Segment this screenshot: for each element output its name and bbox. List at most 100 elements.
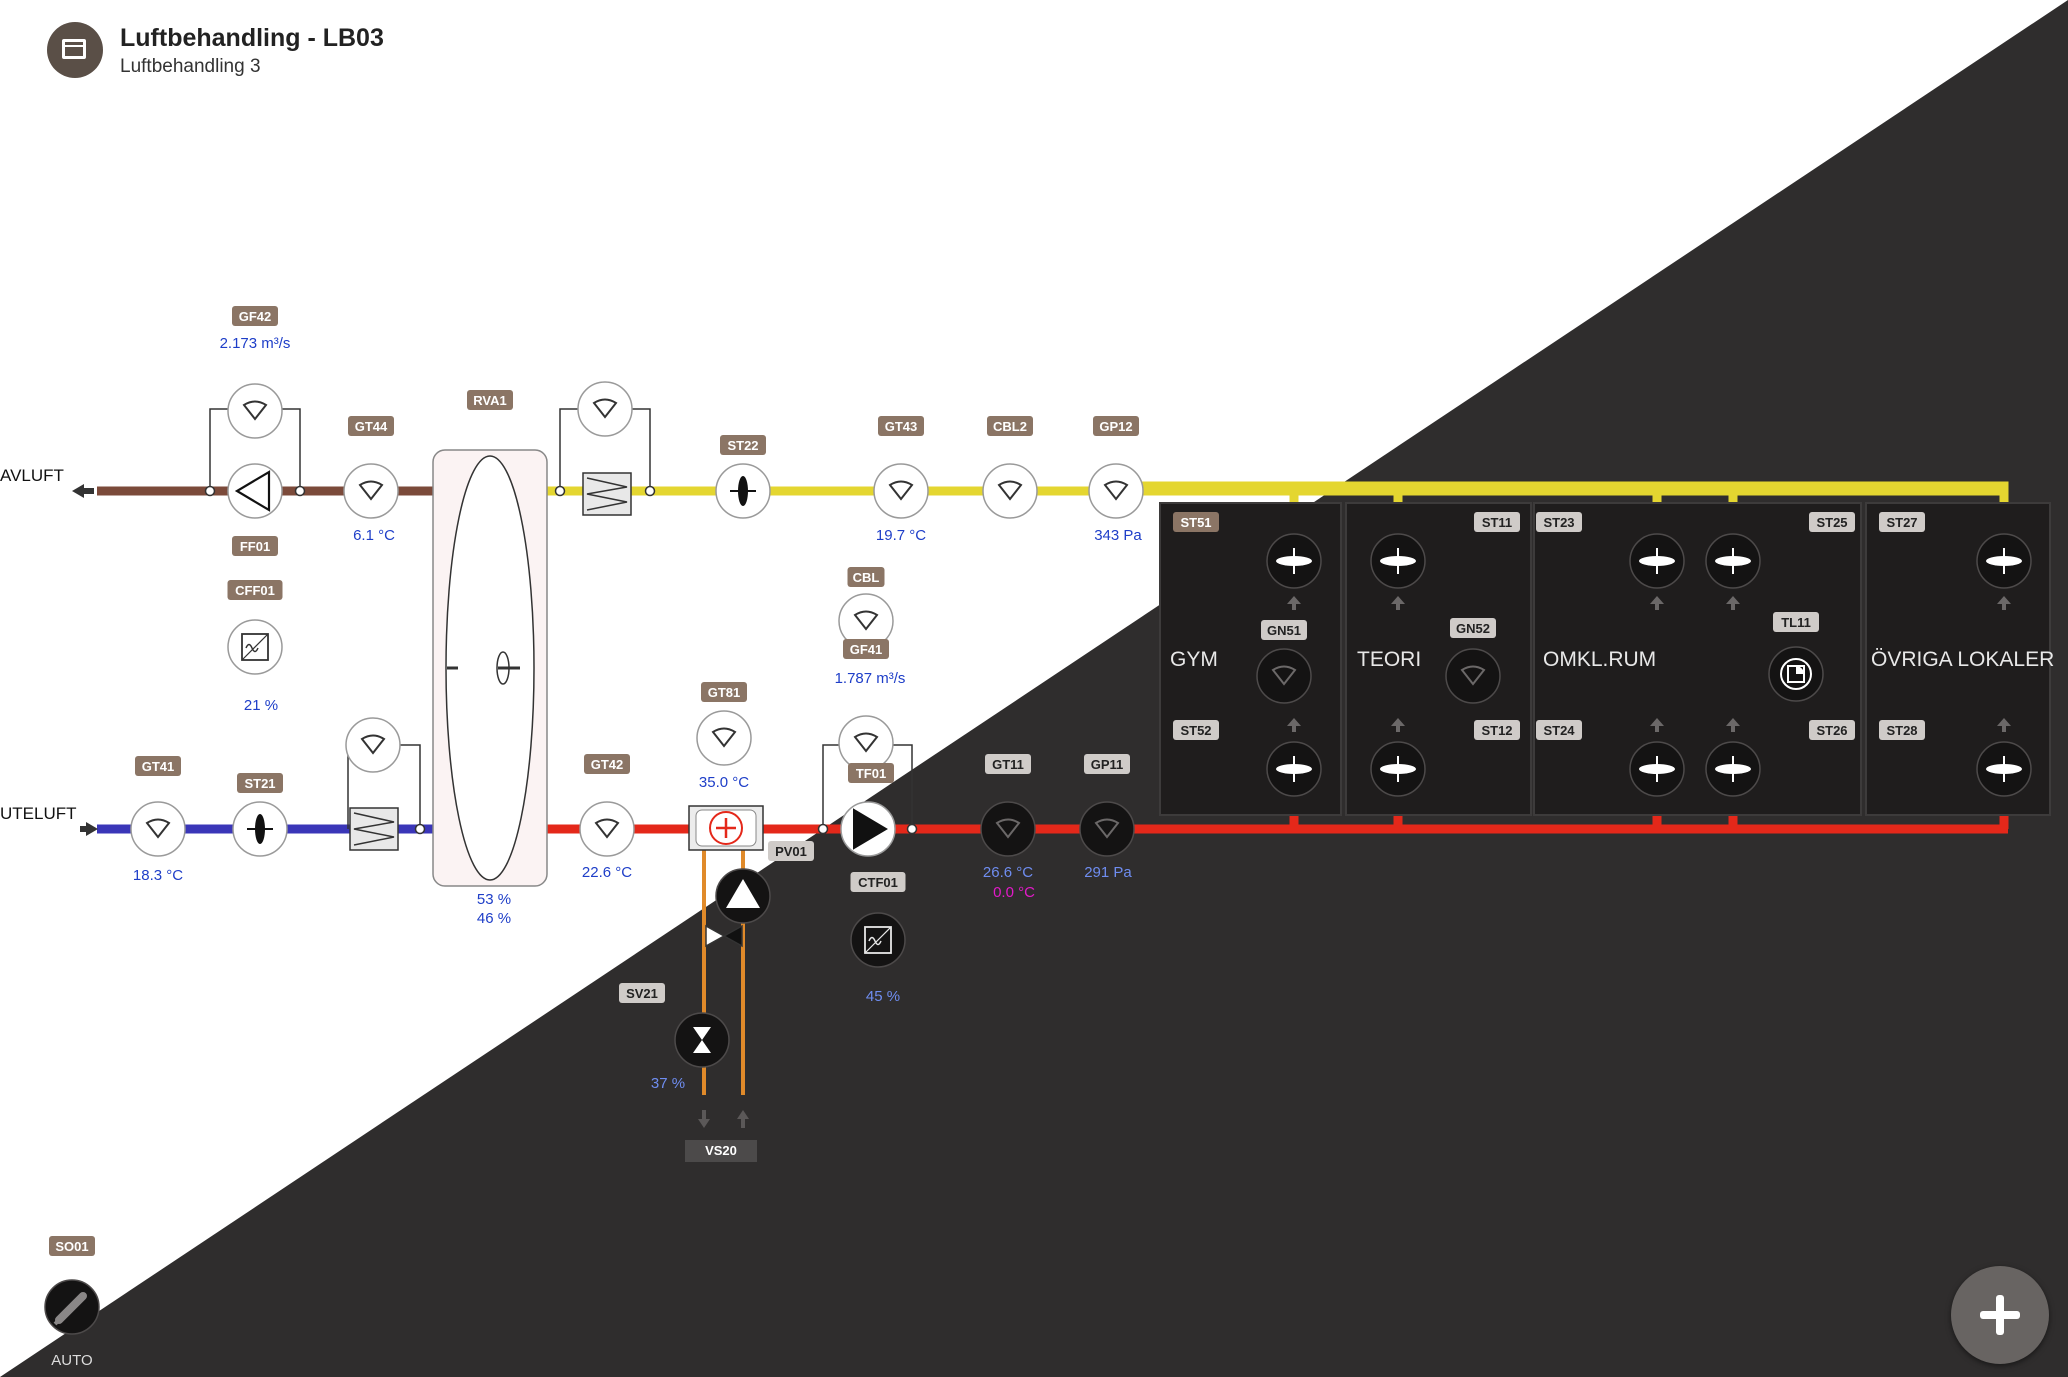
tag-gt11: GT11 <box>985 754 1031 774</box>
page-title: Luftbehandling - LB03 <box>120 24 384 52</box>
page-subtitle: Luftbehandling 3 <box>120 56 261 77</box>
tag-text: GN51 <box>1267 623 1301 638</box>
gt44-sensor[interactable] <box>343 463 399 519</box>
reading-gt81: 35.0 °C <box>699 774 749 791</box>
mixing-valve-icon[interactable] <box>705 924 743 948</box>
st52-damper[interactable] <box>1266 741 1322 797</box>
st21-damper[interactable] <box>232 801 288 857</box>
tag-st22: ST22 <box>720 435 766 455</box>
gt43-sensor[interactable] <box>873 463 929 519</box>
tag-text: GT81 <box>708 685 741 700</box>
outdoor-label: UTELUFT <box>0 804 77 823</box>
tag-gn52: GN52 <box>1450 618 1496 638</box>
ctf01-frequency-converter[interactable] <box>850 912 906 968</box>
so01-switch[interactable] <box>44 1279 100 1335</box>
tag-text: GT11 <box>992 757 1024 772</box>
tag-text: ST23 <box>1543 515 1574 530</box>
reading-sv21: 37 % <box>651 1075 685 1092</box>
zone-teori-name: TEORI <box>1357 648 1421 671</box>
filter-supply[interactable] <box>349 807 399 851</box>
exhaust-arrow-icon <box>72 484 84 498</box>
gt42-sensor[interactable] <box>579 801 635 857</box>
rotary-heat-exchanger[interactable] <box>432 449 548 887</box>
tag-text: ST51 <box>1180 515 1211 530</box>
filter-extract-pressure-sensor[interactable] <box>577 381 633 437</box>
zone-gym-name: GYM <box>1170 648 1218 671</box>
tag-gt42: GT42 <box>584 754 630 774</box>
tag-text: CBL <box>853 570 880 585</box>
gt11-sensor[interactable] <box>980 801 1036 857</box>
tag-gf41: GF41 <box>843 639 889 659</box>
add-button[interactable] <box>1951 1266 2049 1364</box>
st26-damper[interactable] <box>1705 741 1761 797</box>
tag-st52: ST52 <box>1173 720 1219 740</box>
tag-text: ST21 <box>244 776 275 791</box>
gf42-sensor[interactable] <box>227 383 283 439</box>
st12-damper[interactable] <box>1370 741 1426 797</box>
filter-supply-pressure-sensor[interactable] <box>345 717 401 773</box>
tag-text: TF01 <box>856 766 886 781</box>
tag-st24: ST24 <box>1536 720 1582 740</box>
tag-st26: ST26 <box>1809 720 1855 740</box>
tag-gt44: GT44 <box>348 416 394 436</box>
tag-rva1: RVA1 <box>467 390 513 410</box>
junction-dots <box>204 485 918 835</box>
reading-gp11: 291 Pa <box>1084 864 1132 881</box>
tag-st27: ST27 <box>1879 512 1925 532</box>
tag-text: CTF01 <box>858 875 898 890</box>
tag-st12: ST12 <box>1474 720 1520 740</box>
zone-airflow-arrows <box>1287 596 2011 732</box>
st23-damper[interactable] <box>1629 533 1685 589</box>
st51-damper[interactable] <box>1266 533 1322 589</box>
ff01-fan[interactable] <box>227 463 283 519</box>
st22-damper[interactable] <box>715 463 771 519</box>
cff01-frequency-converter[interactable] <box>227 619 283 675</box>
tag-text: GF41 <box>850 642 883 657</box>
tag-text: GF42 <box>239 309 272 324</box>
pv01-pump[interactable] <box>715 868 771 924</box>
tag-vs20: VS20 <box>685 1140 757 1162</box>
reading-gt44: 6.1 °C <box>353 527 395 544</box>
cbl2-sensor[interactable] <box>982 463 1038 519</box>
reading-gp12: 343 Pa <box>1094 527 1142 544</box>
tag-tl11: TL11 <box>1773 612 1819 632</box>
gn51-sensor[interactable] <box>1256 648 1312 704</box>
st28-damper[interactable] <box>1976 741 2032 797</box>
devices <box>44 381 2032 1335</box>
tag-gt81: GT81 <box>701 682 747 702</box>
tag-cbl: CBL <box>847 567 885 587</box>
gt81-sensor[interactable] <box>696 710 752 766</box>
tag-text: GN52 <box>1456 621 1490 636</box>
tag-pv01: PV01 <box>768 841 814 861</box>
bypass-lines <box>209 408 913 829</box>
tag-tf01: TF01 <box>848 763 894 783</box>
tf01-fan[interactable] <box>840 801 896 857</box>
gp12-sensor[interactable] <box>1088 463 1144 519</box>
tag-text: ST12 <box>1481 723 1512 738</box>
st24-damper[interactable] <box>1629 741 1685 797</box>
reading-rva1a: 53 % <box>477 891 511 908</box>
st25-damper[interactable] <box>1705 533 1761 589</box>
gt41-sensor[interactable] <box>130 801 186 857</box>
gp11-sensor[interactable] <box>1079 801 1135 857</box>
tag-text: GT43 <box>885 419 918 434</box>
gf41-sensor[interactable] <box>838 715 894 771</box>
tag-text: RVA1 <box>473 393 506 408</box>
tag-text: SO01 <box>55 1239 88 1254</box>
reading-gt11a: 26.6 °C <box>983 864 1033 881</box>
window-icon[interactable] <box>47 22 103 78</box>
reading-rva1b: 46 % <box>477 910 511 927</box>
gn52-sensor[interactable] <box>1445 648 1501 704</box>
reading-gf41: 1.787 m³/s <box>835 670 906 687</box>
tag-st51: ST51 <box>1173 512 1219 532</box>
st11-damper[interactable] <box>1370 533 1426 589</box>
tl11-timer[interactable] <box>1768 646 1824 702</box>
tag-text: VS20 <box>705 1143 737 1158</box>
st27-damper[interactable] <box>1976 533 2032 589</box>
filter-extract[interactable] <box>582 472 632 516</box>
sv21-valve[interactable] <box>674 1012 730 1068</box>
heating-coil[interactable] <box>688 805 764 851</box>
tag-text: SV21 <box>626 986 658 1001</box>
reading-gt42: 22.6 °C <box>582 864 632 881</box>
